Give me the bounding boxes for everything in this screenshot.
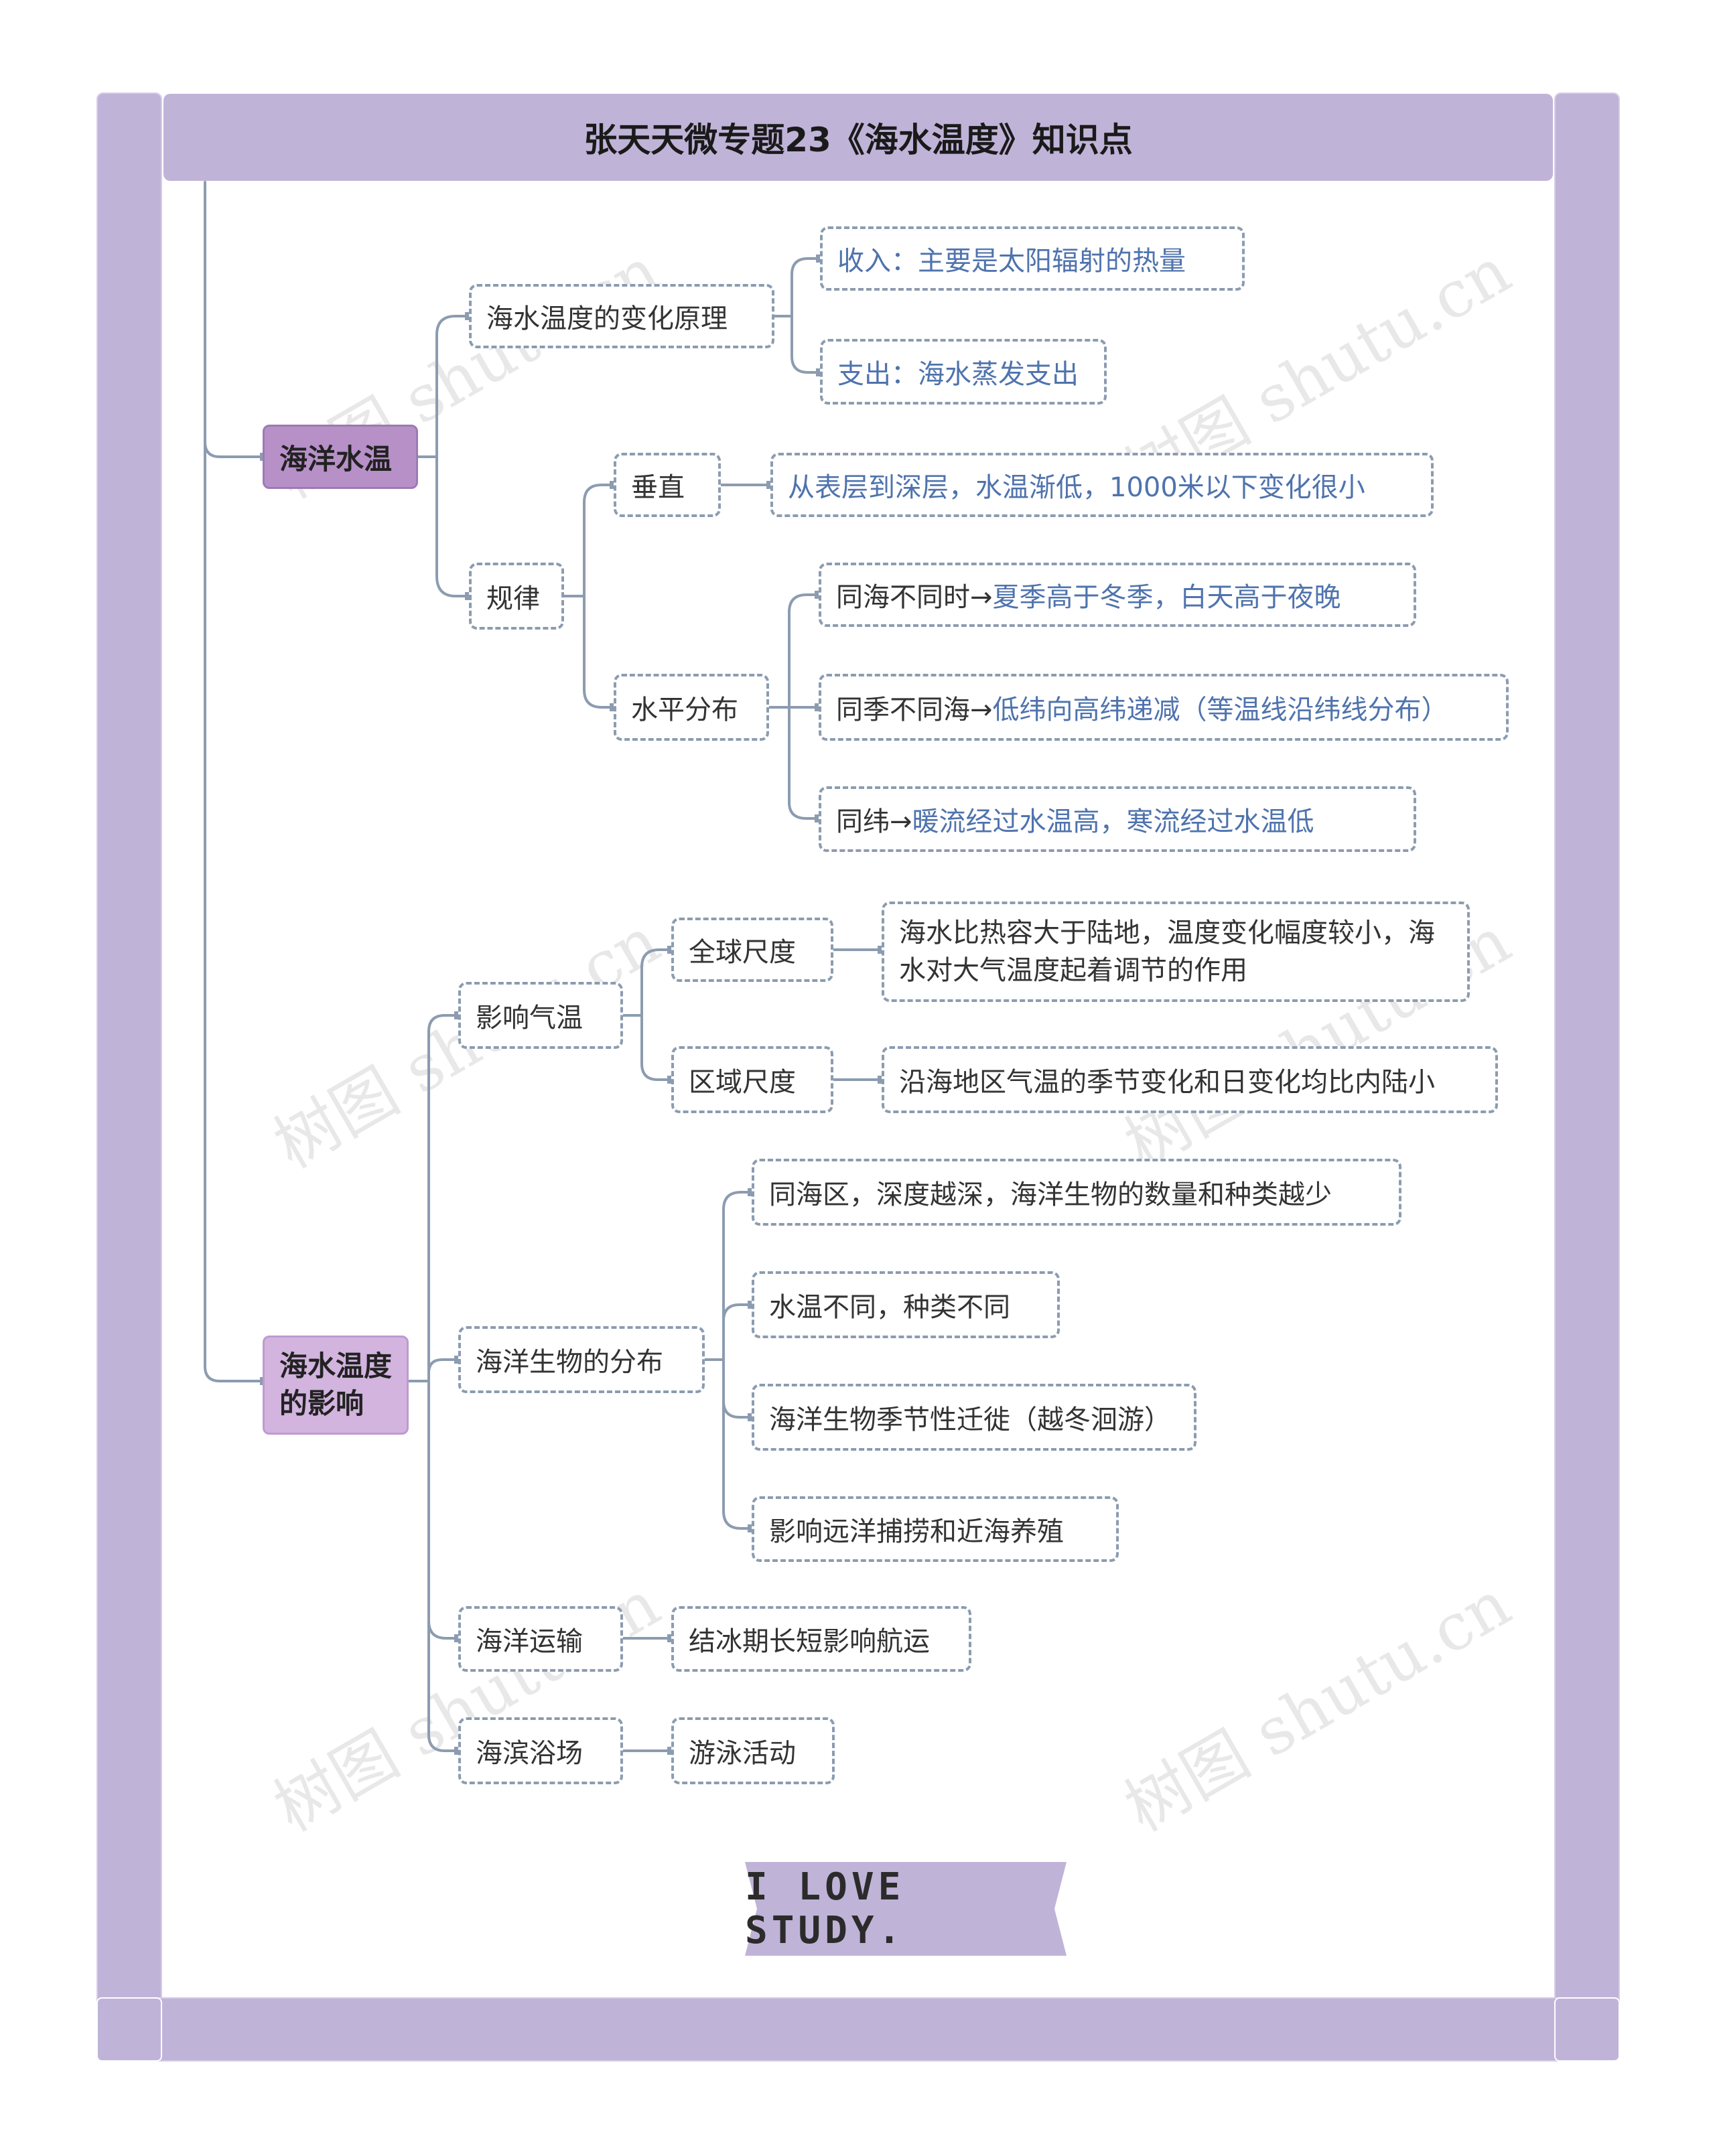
node-horizontal-item-2[interactable]: 同季不同海→低纬向高纬递减（等温线沿纬线分布） — [819, 674, 1509, 741]
banner-ribbon — [745, 1862, 1067, 1956]
node-regional-scale[interactable]: 区域尺度 — [671, 1046, 833, 1113]
main-node-ocean-temperature[interactable]: 海洋水温 — [263, 425, 418, 489]
node-beach[interactable]: 海滨浴场 — [458, 1717, 623, 1784]
node-biology-item-4[interactable]: 影响远洋捕捞和近海养殖 — [752, 1496, 1119, 1562]
node-air-temperature[interactable]: 影响气温 — [458, 982, 623, 1049]
node-biology-item-3[interactable]: 海洋生物季节性迁徙（越冬洄游） — [752, 1384, 1196, 1451]
node-global-desc[interactable]: 海水比热容大于陆地，温度变化幅度较小，海水对大气温度起着调节的作用 — [882, 902, 1470, 1002]
node-horizontal[interactable]: 水平分布 — [614, 674, 769, 741]
node-marine-biology[interactable]: 海洋生物的分布 — [458, 1326, 705, 1393]
node-beach-desc[interactable]: 游泳活动 — [671, 1717, 835, 1784]
node-global-scale[interactable]: 全球尺度 — [671, 918, 833, 982]
frame-bottom — [96, 1997, 1620, 2062]
node-rules[interactable]: 规律 — [469, 563, 564, 630]
node-regional-desc[interactable]: 沿海地区气温的季节变化和日变化均比内陆小 — [882, 1046, 1498, 1113]
node-biology-item-2[interactable]: 水温不同，种类不同 — [752, 1271, 1060, 1338]
node-horizontal-item-3[interactable]: 同纬→暖流经过水温高，寒流经过水温低 — [819, 786, 1416, 852]
node-vertical-desc[interactable]: 从表层到深层，水温渐低，1000米以下变化很小 — [770, 453, 1434, 517]
frame-corner-bottom-left — [96, 1997, 162, 2062]
node-biology-item-1[interactable]: 同海区，深度越深，海洋生物的数量和种类越少 — [752, 1159, 1401, 1226]
main-node-label: 海水温度的影响 — [279, 1350, 393, 1420]
main-node-label: 海洋水温 — [279, 442, 393, 476]
frame-left — [96, 92, 162, 2060]
frame-right — [1554, 92, 1620, 2060]
node-income[interactable]: 收入：主要是太阳辐射的热量 — [820, 226, 1245, 291]
node-horizontal-item-1[interactable]: 同海不同时→夏季高于冬季，白天高于夜晚 — [819, 563, 1416, 627]
node-expense[interactable]: 支出：海水蒸发支出 — [820, 339, 1107, 405]
frame-corner-bottom-right — [1554, 1997, 1620, 2062]
main-node-temperature-effects[interactable]: 海水温度的影响 — [263, 1336, 409, 1435]
node-shipping-desc[interactable]: 结冰期长短影响航运 — [671, 1606, 971, 1672]
node-vertical[interactable]: 垂直 — [614, 453, 721, 517]
page-title: 张天天微专题23《海水温度》知识点 — [163, 94, 1553, 181]
node-principle[interactable]: 海水温度的变化原理 — [469, 284, 774, 348]
node-shipping[interactable]: 海洋运输 — [458, 1606, 623, 1672]
banner-text: I LOVE STUDY. — [745, 1865, 905, 1952]
